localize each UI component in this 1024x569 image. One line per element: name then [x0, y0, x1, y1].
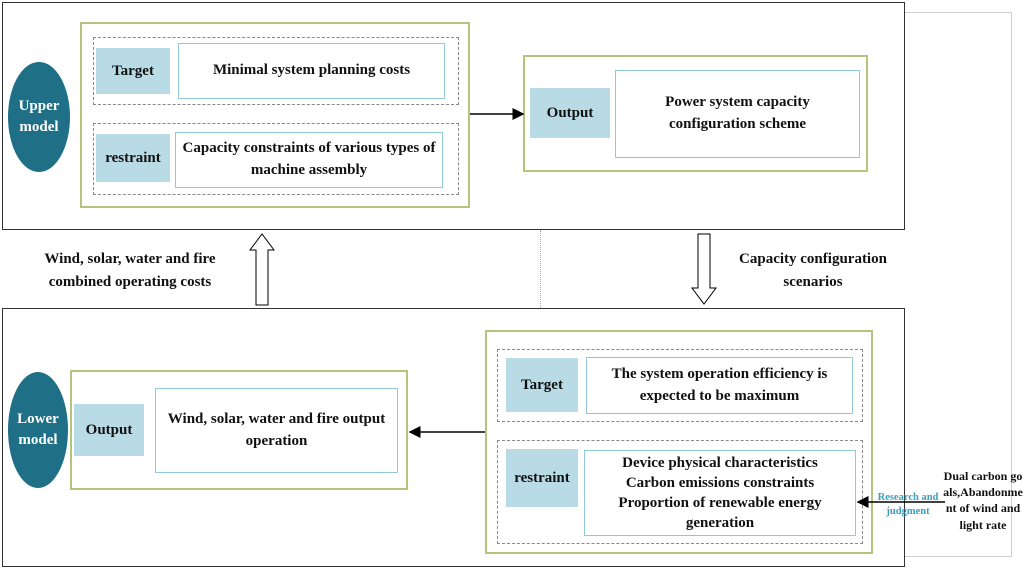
upper-restraint-row [93, 123, 459, 195]
hollow-up-arrow [249, 233, 275, 306]
restraint-line-renewable: Proportion of renewable energy generatio… [618, 495, 822, 532]
restraint-line-device: Device physical characteristics [622, 454, 818, 471]
research-judgment-label: Research and judgment [877, 492, 939, 517]
operating-costs-text: Wind, solar, water and fire combined ope… [44, 251, 216, 290]
restraint-line-carbon: Carbon emissions constraints [625, 474, 815, 491]
lower-model-ellipse: Lower model [8, 372, 68, 488]
upper-model-ellipse: Upper model [8, 62, 70, 172]
outer-frame-top [905, 12, 1012, 13]
upper-output-label: Output [530, 88, 610, 138]
lower-target-row [497, 349, 863, 422]
lower-restraint-row [497, 440, 863, 544]
outer-frame-bottom [905, 556, 1012, 557]
upper-target-row [93, 37, 459, 105]
hollow-down-arrow [691, 233, 717, 305]
upper-target-label: Target [96, 48, 170, 94]
lower-restraint-label: restraint [506, 449, 578, 507]
lower-restraint-text: Device physical characteristics Carbon e… [584, 450, 856, 536]
upper-target-text: Minimal system planning costs [178, 43, 445, 99]
dual-carbon-goals-text: Dual carbon goals,Abandonment of wind an… [943, 469, 1023, 532]
lower-output-label: Output [74, 404, 144, 456]
lower-target-label: Target [506, 358, 578, 412]
lower-model-label: Lower model [17, 411, 59, 448]
upper-restraint-text: Capacity constraints of various types of… [175, 132, 443, 188]
capacity-scenarios-text: Capacity configuration scenarios [739, 251, 887, 290]
lower-output-text: Wind, solar, water and fire output opera… [155, 388, 398, 473]
outer-frame-right [1011, 12, 1012, 557]
lower-target-text: The system operation efficiency is expec… [586, 357, 853, 414]
upper-restraint-label: restraint [96, 134, 170, 182]
center-divider [540, 230, 541, 308]
upper-output-text: Power system capacity configuration sche… [615, 70, 860, 158]
upper-model-label: Upper model [18, 98, 60, 135]
